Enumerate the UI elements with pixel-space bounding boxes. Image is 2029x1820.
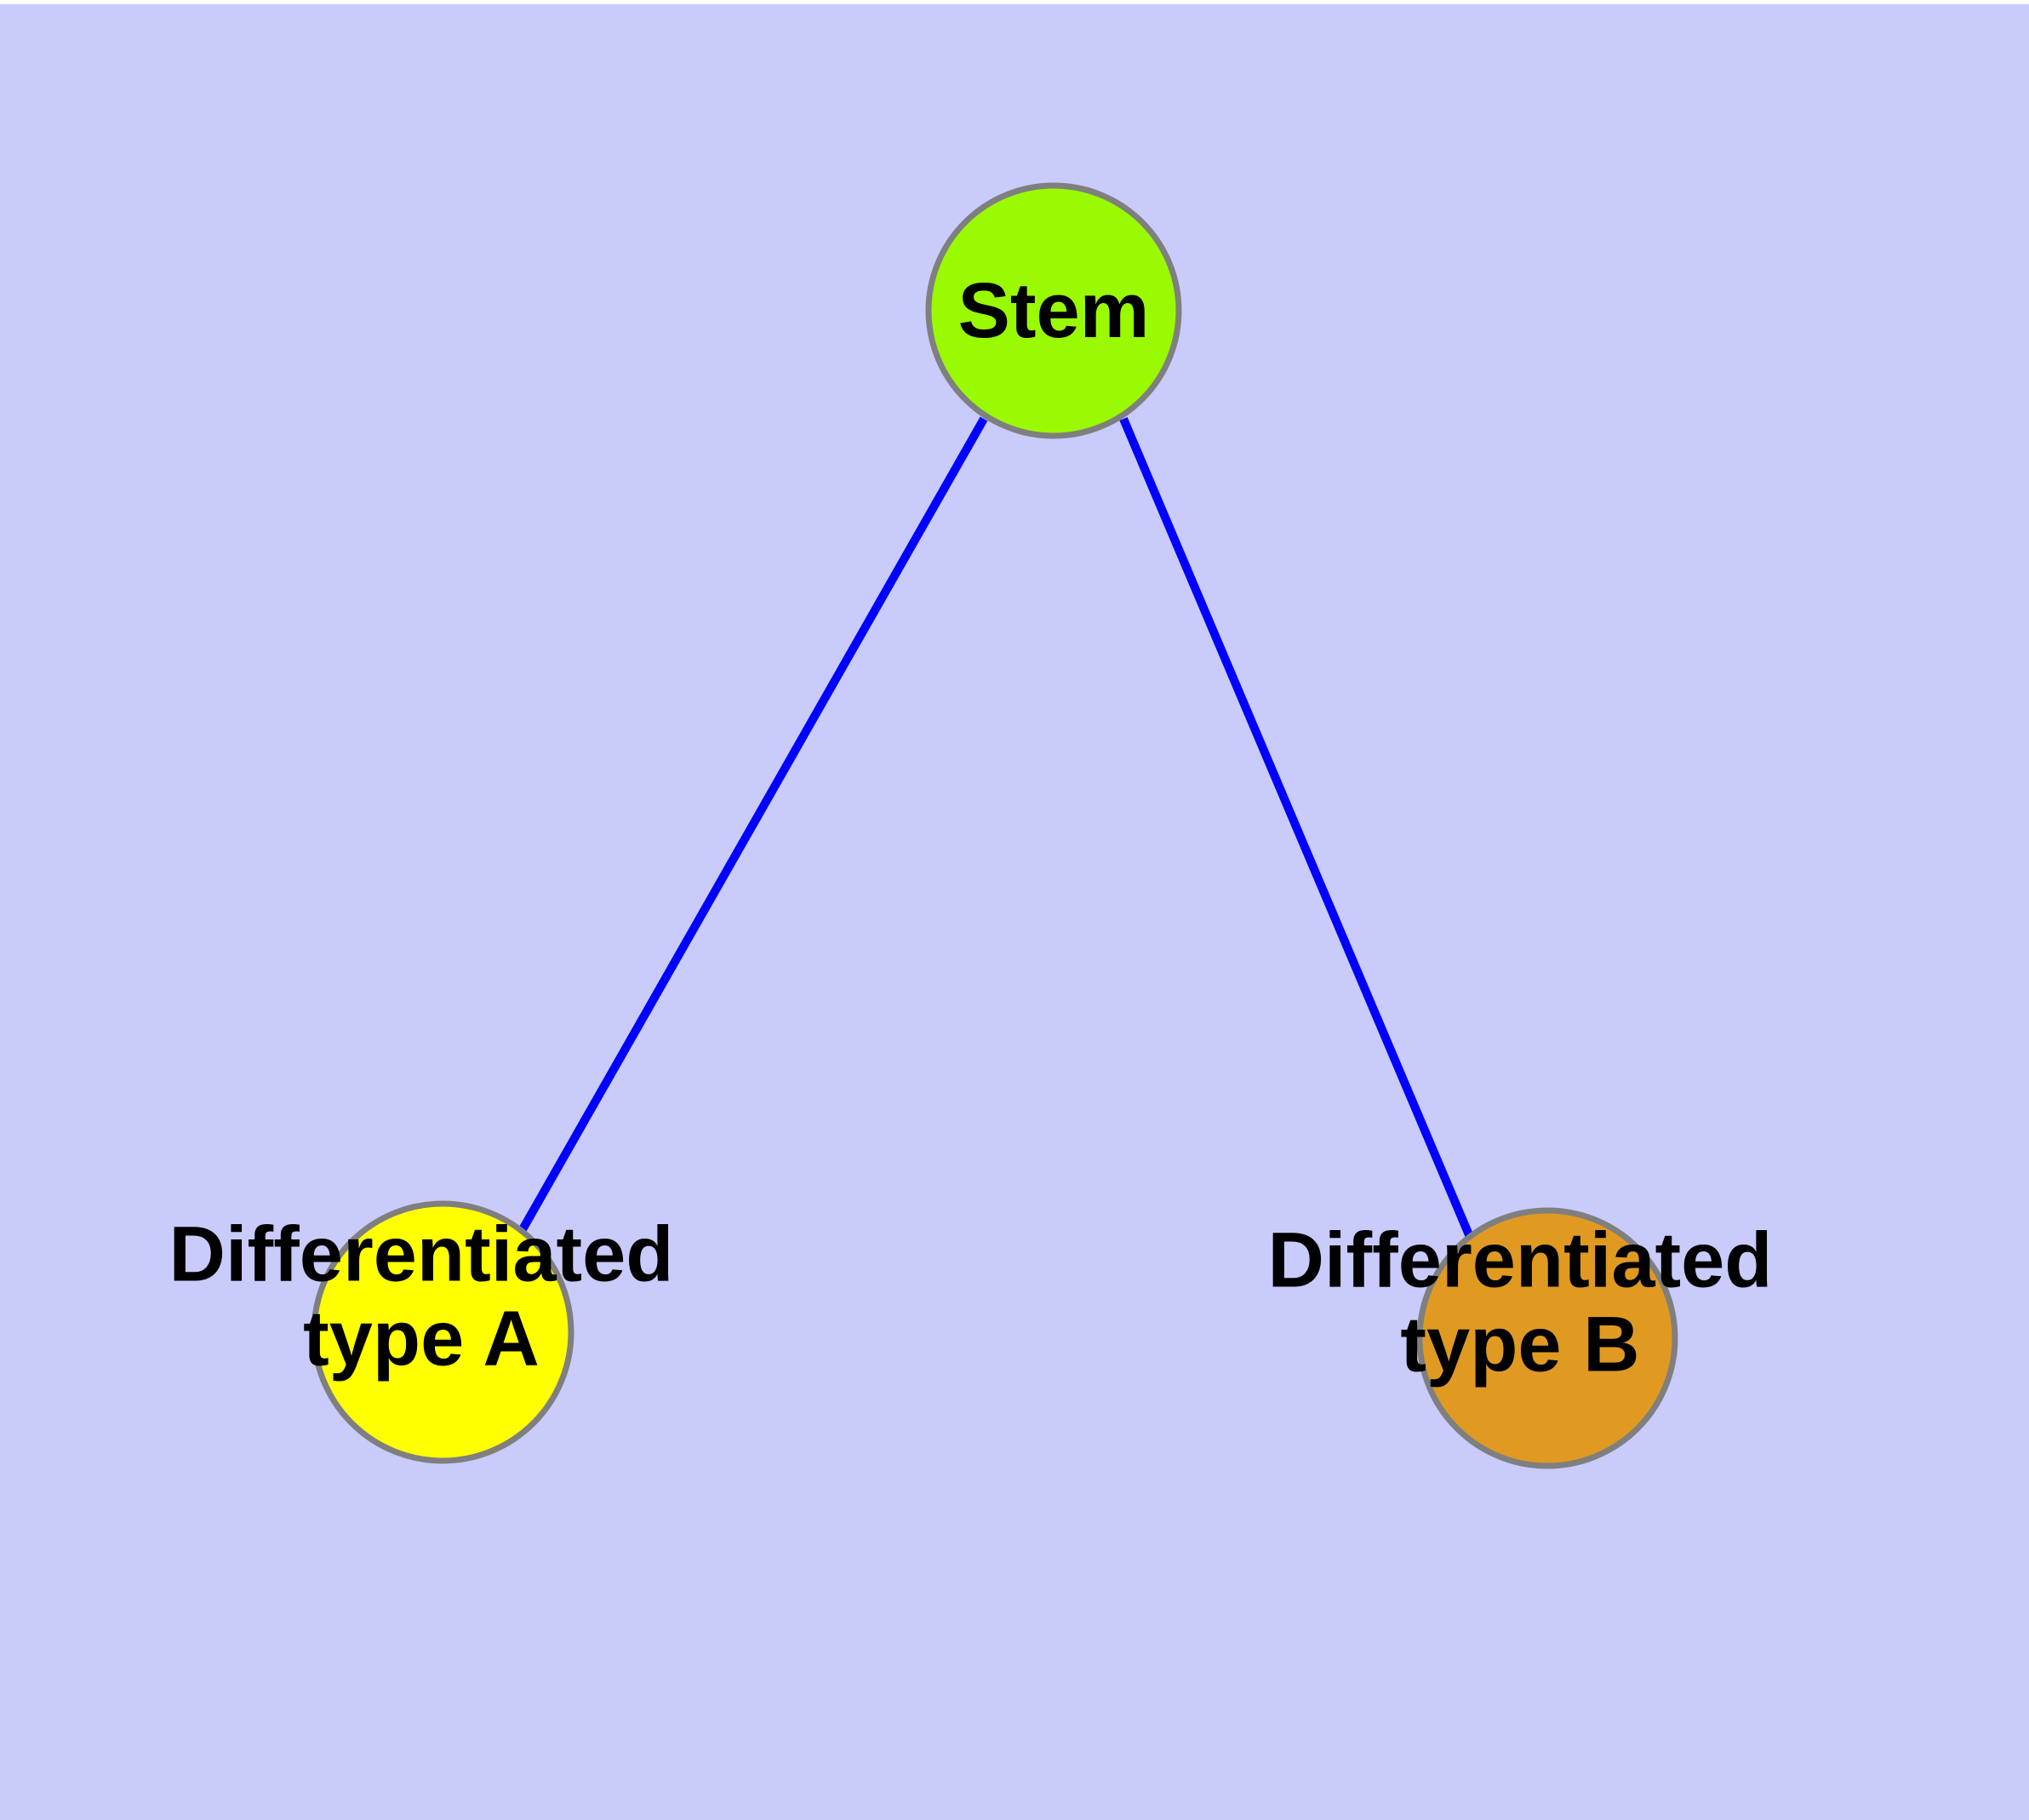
node-label-line: Stem <box>958 267 1150 354</box>
node-label-line: Differentiated <box>1268 1217 1773 1304</box>
node-label-stem: Stem <box>958 267 1150 354</box>
node-label-line: Differentiated <box>169 1211 674 1298</box>
edge-stem-to-diff-a <box>517 416 988 1233</box>
edge-layer <box>517 416 1474 1239</box>
node-stem[interactable] <box>925 182 1182 439</box>
node-label-line: type A <box>303 1296 540 1382</box>
edge-stem-to-diff-b <box>1119 417 1474 1239</box>
node-diff-b[interactable] <box>1416 1207 1678 1469</box>
node-layer <box>311 182 1678 1469</box>
node-label-line: type B <box>1400 1302 1639 1388</box>
node-diff-a[interactable] <box>311 1200 574 1464</box>
